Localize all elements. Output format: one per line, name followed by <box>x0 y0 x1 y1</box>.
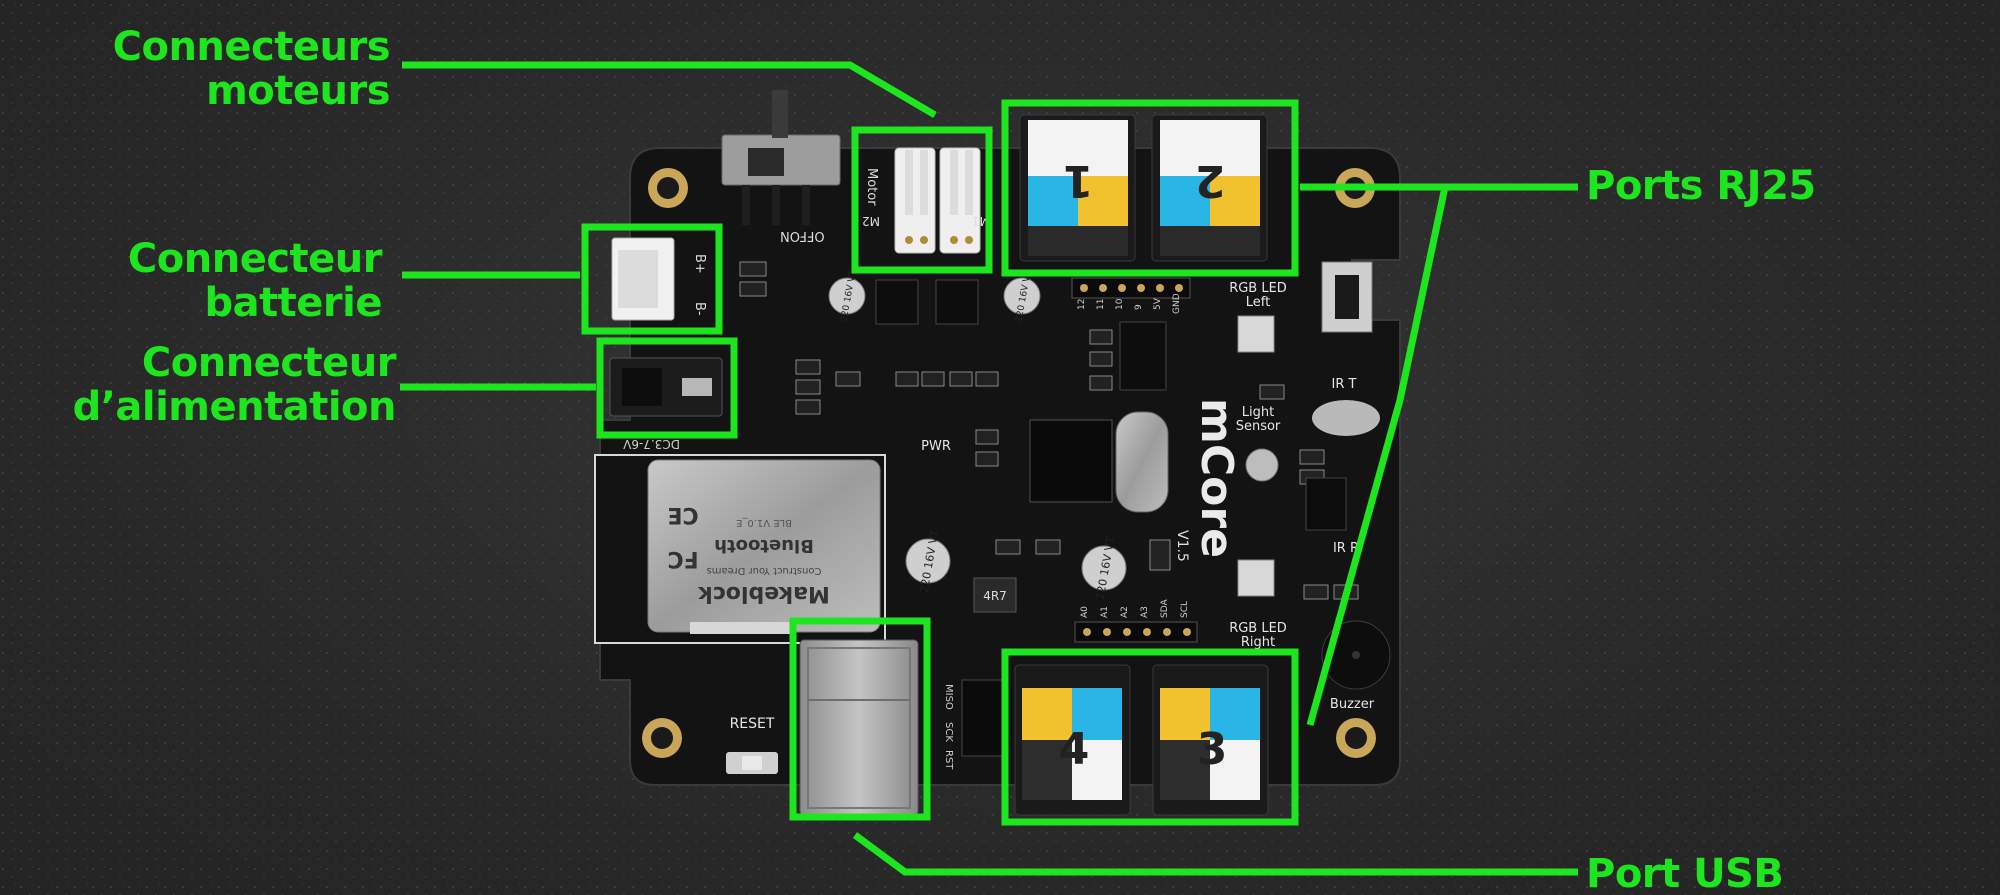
box-usb-port <box>789 617 931 821</box>
callout-motor-connectors: Connecteurs moteurs <box>60 24 391 114</box>
leader-motor <box>402 61 937 119</box>
pin-12-label: 12 <box>1077 299 1087 310</box>
ir-receiver-label: IR R <box>1333 541 1359 556</box>
battery-connector[interactable]: B+ B- <box>611 237 707 321</box>
spi-sck-label: SCK <box>943 722 954 742</box>
callout-power-line1: Connecteur <box>141 340 397 386</box>
rgb-left-label-1: RGB LED <box>1229 281 1287 296</box>
bluetooth-module: Makeblock Construct Your Dreams Bluetoot… <box>594 454 886 644</box>
callout-battery-connector: Connecteur batterie <box>60 236 383 326</box>
ce-mark: CE <box>667 502 698 527</box>
pwr-label: PWR <box>921 439 951 454</box>
spi-rst-label: RST <box>943 750 954 770</box>
motor-silk-label: Motor <box>864 168 879 206</box>
pin-a1-label: A1 <box>1100 606 1110 618</box>
ir-receiver <box>1305 477 1347 531</box>
board-version: V1.5 <box>1174 530 1190 562</box>
motor-connectors[interactable]: Motor M2 M1 <box>862 147 990 254</box>
pin-gnd-label: GND <box>1172 293 1182 314</box>
callout-usb-port: Port USB <box>1586 851 1784 895</box>
callout-battery-line1: Connecteur <box>127 236 383 282</box>
rj25-port-1[interactable]: 1 <box>1019 114 1136 262</box>
rj25-port-4[interactable]: 4 <box>1014 664 1131 816</box>
voltage-regulators <box>875 279 1167 391</box>
port-1-number: 1 <box>1063 155 1094 206</box>
bottom-pin-header: A0 A1 A2 A3 SDA SCL <box>1074 599 1198 643</box>
rgb-led-left <box>1237 315 1275 353</box>
switch-off-label: OFF <box>799 228 824 243</box>
leader-rj25-bottom <box>1306 186 1449 726</box>
callout-motor-line1: Connecteurs <box>112 24 391 70</box>
mcore-logo: mCore <box>1191 398 1242 558</box>
ir-transmitter <box>1312 400 1380 436</box>
rj25-port-3[interactable]: 3 <box>1152 664 1269 816</box>
callout-power-line2: d’alimentation <box>72 384 397 430</box>
pin-11-label: 11 <box>1096 299 1106 310</box>
rgb-right-label-1: RGB LED <box>1229 621 1287 636</box>
rgb-led-right <box>1237 559 1275 597</box>
callout-battery-line2: batterie <box>204 280 382 326</box>
inductor-label: 4R7 <box>983 589 1007 603</box>
box-rj25-top <box>1001 99 1299 277</box>
top-pin-header: 12 11 10 9 5V GND <box>1071 277 1191 314</box>
capacitor-1: 220 16V VT <box>905 528 951 594</box>
capacitor-2: 220 16V VT <box>1081 535 1127 601</box>
spi-miso-label: MISO <box>943 684 954 710</box>
port-3-number: 3 <box>1197 724 1228 775</box>
light-sensor-label-1: Light <box>1242 405 1274 420</box>
pin-a3-label: A3 <box>1140 606 1150 618</box>
capacitor-4: 220 16V VT <box>1003 269 1041 323</box>
switch-on-label: ON <box>780 228 800 243</box>
pin-a0-label: A0 <box>1080 606 1090 618</box>
m2-label: M2 <box>862 214 880 228</box>
rgb-left-label-2: Left <box>1246 295 1270 310</box>
buzzer-label: Buzzer <box>1330 697 1375 712</box>
pin-sda-label: SDA <box>1160 599 1170 618</box>
capacitor-3: 220 16V VT <box>828 269 866 323</box>
pin-5v-label: 5V <box>1153 297 1163 310</box>
bt-brand: Makeblock <box>697 581 830 606</box>
pin-a2-label: A2 <box>1120 606 1130 618</box>
box-rj25-bottom <box>1001 648 1299 826</box>
light-sensor <box>1245 448 1279 482</box>
pin-9-label: 9 <box>1134 304 1144 310</box>
fcc-mark: FC <box>667 546 698 571</box>
box-motor-connectors <box>851 126 993 274</box>
power-switch[interactable]: ON OFF <box>721 90 841 243</box>
callout-power-connector: Connecteur d’alimentation <box>40 340 397 430</box>
bt-version: BLE V1.0_E <box>736 517 792 528</box>
microcontroller <box>1029 419 1113 503</box>
usb-port[interactable] <box>799 639 919 816</box>
reset-button[interactable]: RESET <box>726 716 778 774</box>
box-dc-jack <box>596 337 738 439</box>
crystal <box>1115 411 1169 513</box>
bt-tagline: Construct Your Dreams <box>707 565 822 576</box>
reset-label: RESET <box>730 716 775 732</box>
dc-silk-label: DC3.7-6V <box>622 437 680 451</box>
port-2-number: 2 <box>1195 155 1226 206</box>
battery-minus-label: B- <box>692 302 707 316</box>
rj25-port-2[interactable]: 2 <box>1151 114 1268 262</box>
ir-transmitter-label: IR T <box>1332 377 1357 392</box>
icsp-header: MISO SCK RST <box>943 679 1009 770</box>
bt-label: Bluetooth <box>714 535 814 556</box>
dc-jack[interactable]: DC3.7-6V <box>609 357 723 451</box>
annotation-overlay <box>400 61 1578 876</box>
rgb-right-label-2: Right <box>1241 635 1275 650</box>
pin-10-label: 10 <box>1115 298 1125 310</box>
inductor: 4R7 <box>973 577 1017 613</box>
callout-motor-line2: moteurs <box>206 68 390 114</box>
port-4-number: 4 <box>1059 724 1090 775</box>
light-sensor-label-2: Sensor <box>1236 419 1281 434</box>
box-battery-connector <box>581 223 723 335</box>
leader-usb <box>852 832 1578 876</box>
pin-scl-label: SCL <box>1180 601 1190 618</box>
battery-plus-label: B+ <box>692 254 707 274</box>
callout-rj25-ports: Ports RJ25 <box>1586 163 1816 209</box>
